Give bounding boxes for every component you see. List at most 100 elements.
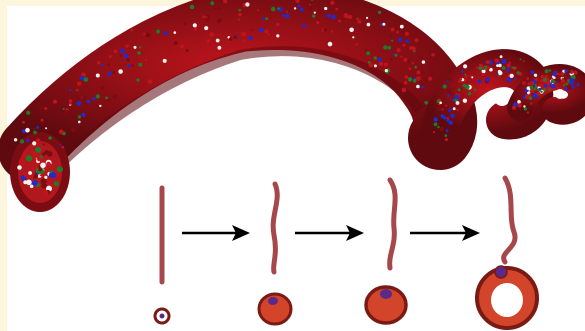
atom-dot: [379, 62, 383, 66]
atom-dot: [549, 69, 551, 71]
atom-dot: [501, 59, 503, 61]
atom-dot: [411, 47, 415, 51]
atom-dot: [521, 96, 523, 98]
atom-dot: [43, 190, 49, 196]
atom-dot: [525, 95, 529, 99]
atom-dot: [442, 108, 444, 110]
atom-dot: [314, 12, 316, 14]
atom-dot: [564, 69, 568, 73]
atom-dot: [131, 65, 133, 67]
atom-dot: [392, 53, 394, 55]
atom-dot: [23, 151, 26, 154]
atom-dot: [131, 29, 134, 32]
atom-dot: [127, 64, 130, 67]
atom-dot: [134, 46, 137, 49]
atom-dot: [566, 83, 568, 85]
atom-dot: [286, 11, 288, 13]
atom-dot: [509, 62, 511, 64]
atom-dot: [461, 70, 464, 73]
atom-dot: [89, 110, 91, 112]
atom-dot: [507, 63, 511, 67]
atom-dot: [156, 29, 160, 33]
atom-dot: [400, 56, 402, 58]
slightly-bent-rod: [273, 184, 277, 272]
atom-dot: [543, 78, 547, 82]
small-toroid-hole: [268, 297, 278, 305]
atom-dot: [64, 110, 68, 114]
atom-dot: [26, 155, 32, 161]
atom-dot: [44, 107, 47, 110]
atom-dot: [569, 78, 574, 83]
atom-dot: [513, 67, 515, 69]
atom-dot: [357, 19, 361, 23]
atom-dot: [424, 101, 428, 105]
atom-dot: [479, 67, 483, 71]
atom-dot: [480, 84, 482, 86]
atom-dot: [33, 128, 35, 130]
atom-dot: [19, 159, 25, 165]
atom-dot: [408, 41, 410, 43]
atom-dot: [107, 63, 109, 65]
atom-dot: [136, 78, 139, 81]
atom-dot: [276, 23, 279, 26]
atom-dot: [50, 172, 56, 178]
atom-dot: [145, 59, 147, 61]
atom-dot: [26, 180, 32, 186]
atom-dot: [217, 19, 221, 23]
atom-dot: [431, 53, 434, 56]
atom-dot: [54, 181, 59, 186]
atom-dot: [312, 14, 315, 17]
atom-dot: [400, 25, 404, 29]
large-toroid-core: [495, 266, 507, 278]
atom-dot: [472, 65, 475, 68]
atom-dot: [412, 62, 414, 64]
atom-dot: [452, 99, 455, 102]
atom-dot: [547, 81, 551, 85]
atom-dot: [251, 29, 253, 31]
atom-dot: [572, 86, 574, 88]
atom-dot: [405, 32, 409, 36]
atom-dot: [265, 29, 269, 33]
large-toroid-hole: [491, 283, 523, 317]
atom-dot: [348, 15, 352, 19]
atom-dot: [468, 92, 471, 95]
stage-4: [477, 178, 537, 328]
atom-dot: [22, 121, 25, 124]
atom-dot: [276, 34, 279, 37]
atom-dot: [78, 121, 81, 124]
atom-dot: [507, 78, 512, 83]
atom-dot: [328, 42, 333, 47]
small-ring-core: [160, 314, 165, 319]
atom-dot: [496, 64, 499, 67]
atom-dot: [526, 77, 529, 80]
atom-dot: [383, 45, 387, 49]
atom-dot: [528, 83, 531, 86]
atom-dot: [535, 86, 537, 88]
atom-dot: [520, 58, 522, 60]
atom-dot: [567, 73, 569, 75]
atom-dot: [41, 119, 44, 122]
atom-dot: [277, 7, 280, 10]
stage-3: [366, 180, 406, 323]
atom-dot: [349, 28, 354, 33]
atom-dot: [548, 88, 550, 90]
atom-dot: [517, 103, 521, 107]
atom-dot: [77, 101, 82, 106]
atom-dot: [530, 71, 534, 75]
atom-dot: [437, 108, 441, 112]
atom-dot: [517, 71, 520, 74]
atom-dot: [447, 117, 449, 119]
atom-dot: [107, 99, 110, 102]
atom-dot: [404, 81, 408, 85]
atom-dot: [338, 20, 341, 23]
curved-rod: [504, 178, 515, 262]
atom-dot: [420, 38, 424, 42]
atom-dot: [42, 152, 46, 156]
atom-dot: [397, 48, 401, 52]
atom-dot: [573, 71, 577, 75]
atom-dot: [209, 32, 214, 37]
atom-dot: [307, 6, 312, 11]
atom-dot: [302, 24, 305, 27]
atom-dot: [92, 97, 95, 100]
atom-dot: [369, 63, 373, 67]
